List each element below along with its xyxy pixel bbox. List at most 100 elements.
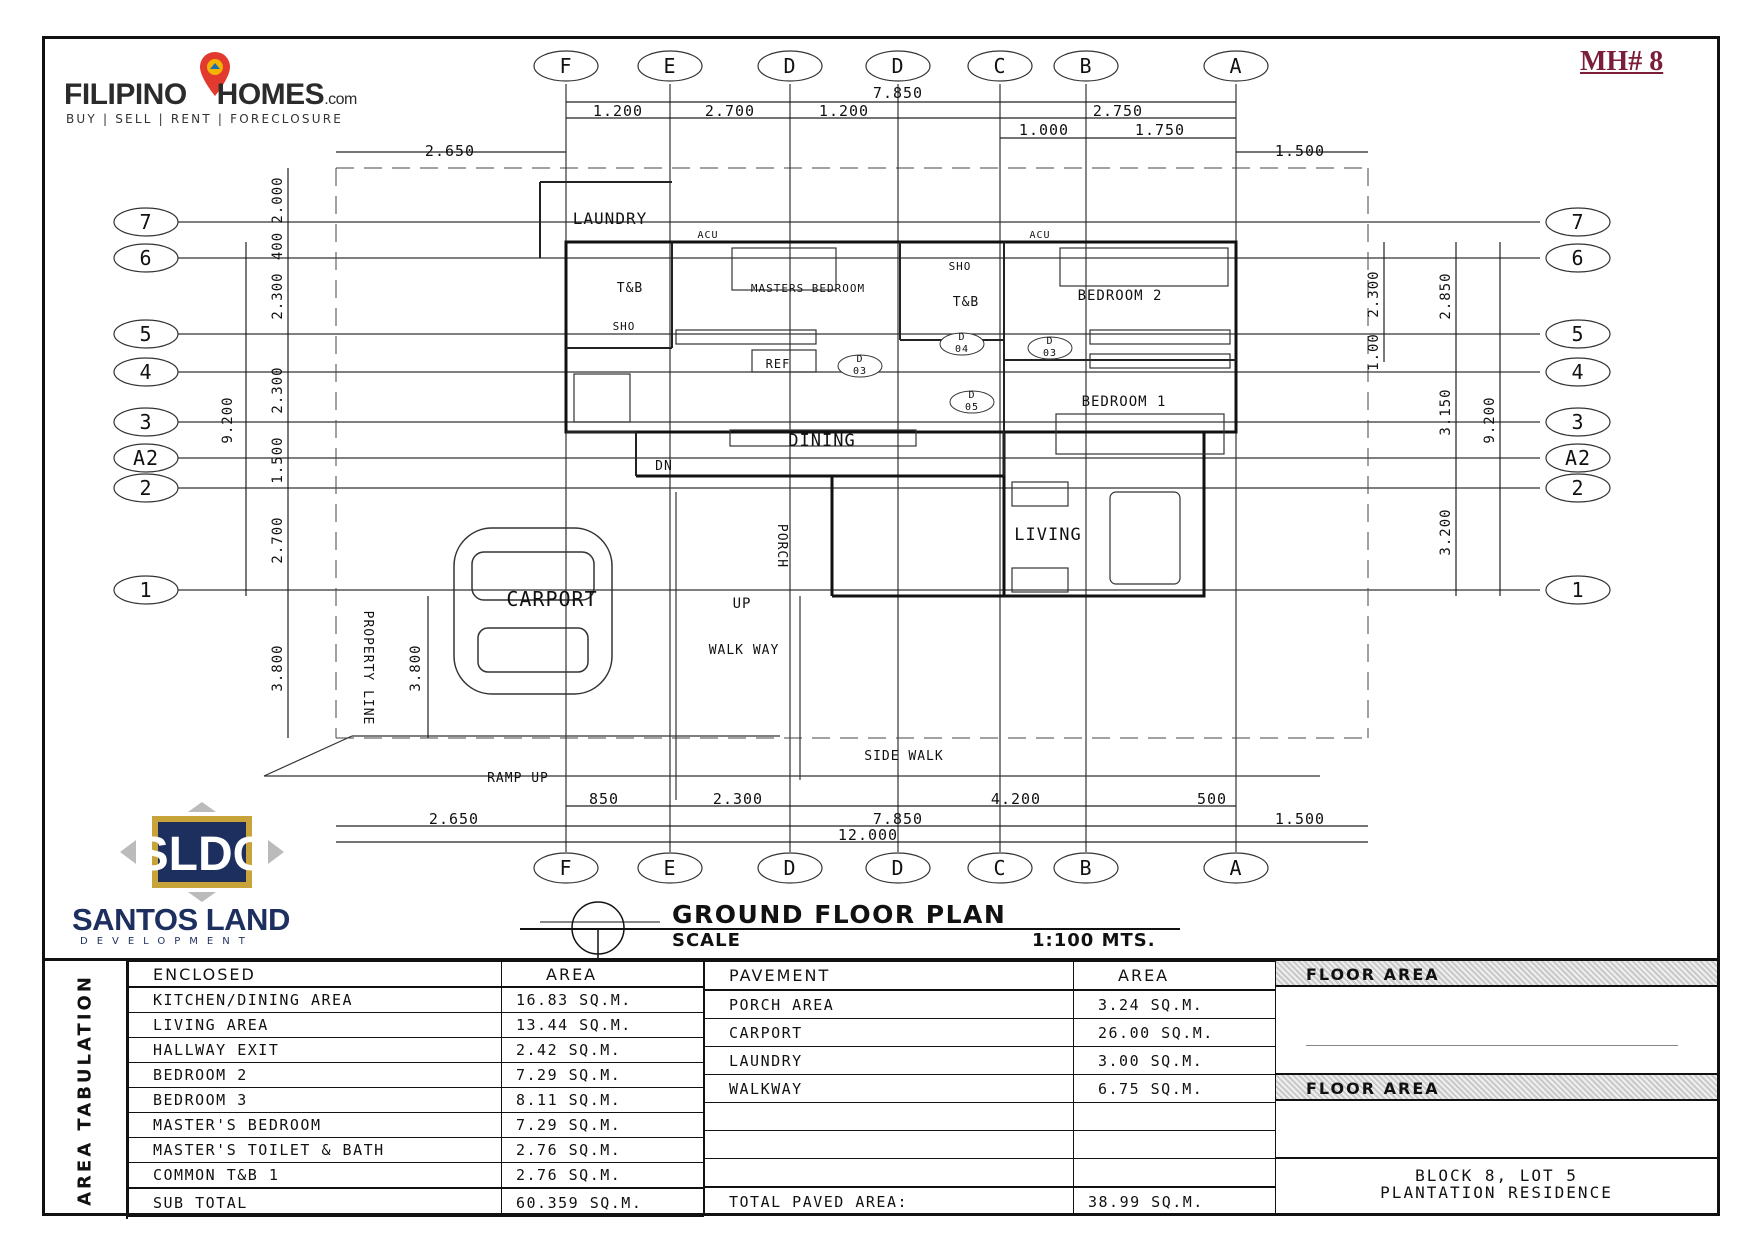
room-ramp: RAMP UP: [487, 771, 549, 786]
door-tag-1: [939, 332, 985, 356]
grid-bubble-label-5-right: 5: [1571, 322, 1584, 346]
room-acu-left: ACU: [697, 230, 718, 241]
dim-top-0: 1.200: [593, 102, 643, 120]
room-living: LIVING: [1014, 525, 1081, 545]
room-laundry: LAUNDRY: [573, 209, 647, 228]
grid-bubble-1-right: [1545, 575, 1611, 605]
grid-bubble-c-bottom: [967, 852, 1033, 884]
door-tag-3: [949, 390, 995, 414]
dim-top-2: 1.200: [819, 102, 869, 120]
floor-area-label-1: FLOOR AREA: [1306, 965, 1440, 984]
block-divider: [1276, 1157, 1717, 1159]
pavement-total-area: 38.99 SQ.M.: [1073, 1186, 1276, 1216]
grid-bubble-e-bottom: [637, 852, 703, 884]
door-tag-letter-2: D: [1046, 336, 1053, 347]
monogram: SLDC: [137, 828, 268, 881]
furniture: [573, 247, 1231, 593]
project-name: PLANTATION RESIDENCE: [1380, 1183, 1613, 1202]
grid-bubble-a2-right: [1545, 443, 1611, 473]
grid-bubble-label-a2-right: A2: [1565, 446, 1591, 470]
location-pin-icon: [200, 52, 230, 96]
pavement-row-area: [1073, 1102, 1276, 1131]
pavement-row-area: [1073, 1158, 1276, 1188]
grid-bubble-a2-left: [113, 443, 179, 473]
dim-bottom-1: 7.850: [873, 810, 923, 828]
pavement-total-row: TOTAL PAVED AREA:38.99 SQ.M.: [704, 1186, 1276, 1216]
pavement-row-label: [704, 1130, 1074, 1159]
dim-top-sub-1: 1.750: [1135, 121, 1185, 139]
enclosed-row-label: MASTER'S TOILET & BATH: [128, 1137, 502, 1163]
tabulation-side-label: AREA TABULATION: [42, 961, 128, 1219]
pavement-row-area: 3.00 SQ.M.: [1073, 1046, 1276, 1075]
enclosed-area-col-header: AREA: [501, 961, 704, 988]
grid-bubble-label-2-right: 2: [1571, 476, 1584, 500]
dim-right-inner-1: 1.00: [1366, 333, 1382, 371]
pavement-row-label: CARPORT: [704, 1018, 1074, 1047]
site-lines: [263, 492, 1320, 800]
dim-left-carport: 3.800: [408, 644, 424, 691]
block-lot: BLOCK 8, LOT 5: [1415, 1166, 1578, 1185]
grid-bubble-label-b-top: B: [1079, 54, 1092, 78]
pavement-row-area: 3.24 SQ.M.: [1073, 989, 1276, 1019]
grid-bubble-1-left: [113, 575, 179, 605]
room-ref: REF: [766, 357, 791, 371]
dim-top-left: 2.650: [425, 142, 475, 160]
pavement-row-label: [704, 1158, 1074, 1188]
grid-bubble-b-bottom: [1053, 852, 1119, 884]
door-tag-letter-0: D: [856, 354, 863, 365]
grid-bubble-d-top: [865, 50, 931, 82]
grid-bubble-label-7-right: 7: [1571, 210, 1584, 234]
grid-bubble-label-2-left: 2: [139, 476, 152, 500]
dim-left-3: 2.300: [270, 366, 286, 413]
floor-area-band-1: FLOOR AREA: [1276, 961, 1717, 987]
santos-land-logo: SLDC SANTOS LAND DEVELOPMENT: [70, 800, 310, 950]
slc-emblem-icon: SLDC: [120, 802, 284, 902]
room-property-line: PROPERTY LINE: [360, 611, 375, 726]
grid-bubble-3-right: [1545, 407, 1611, 437]
grid-bubble-f-top: [533, 50, 599, 82]
grid-bubble-f-bottom: [533, 852, 599, 884]
enclosed-row-label: KITCHEN/DINING AREA: [128, 986, 502, 1013]
grid-bubble-d-bottom: [865, 852, 931, 884]
door-tag-2: [1027, 336, 1073, 360]
door-tag-0: [837, 354, 883, 378]
door-tag-number-1: 04: [955, 344, 969, 355]
door-tag-letter-1: D: [958, 332, 965, 343]
room-sidewalk: SIDE WALK: [864, 749, 943, 764]
grid-bubble-label-7-left: 7: [139, 210, 152, 234]
grid-bubble-a-bottom: [1203, 852, 1269, 884]
scale-value: 1:100 MTS.: [1032, 930, 1156, 951]
grid-bubble-label-f-top: F: [559, 54, 572, 78]
dim-left-2: 2.300: [270, 272, 286, 319]
grid-bubble-label-b-bottom: B: [1079, 856, 1092, 880]
enclosed-row-label: BEDROOM 3: [128, 1087, 502, 1113]
pavement-row-label: PORCH AREA: [704, 989, 1074, 1019]
dim-left-5: 2.700: [270, 516, 286, 563]
floor-area-underline: [1306, 1045, 1678, 1046]
dim-top-1: 2.700: [705, 102, 755, 120]
grid-bubble-label-4-right: 4: [1571, 360, 1584, 384]
dim-top-right: 1.500: [1275, 142, 1325, 160]
interior-walls: [539, 181, 1236, 476]
grid-bubble-label-c-bottom: C: [993, 856, 1006, 880]
grid-bubble-e-top: [637, 50, 703, 82]
dim-left-1: 400: [270, 232, 286, 260]
grid-bubble-6-left: [113, 243, 179, 273]
enclosed-row-label: LIVING AREA: [128, 1012, 502, 1038]
dim-left-4: 1.500: [270, 436, 286, 483]
table-header: PAVEMENT AREA: [704, 961, 1276, 991]
dim-bottom-mid-2: 4.200: [991, 790, 1041, 808]
grid-bubble-label-4-left: 4: [139, 360, 152, 384]
pavement-col-header: PAVEMENT: [704, 961, 1074, 991]
brand-second: HOMES: [216, 78, 325, 111]
grid-bubble-7-right: [1545, 207, 1611, 237]
pavement-row-label: LAUNDRY: [704, 1046, 1074, 1075]
enclosed-total-area: 60.359 SQ.M.: [501, 1187, 704, 1217]
